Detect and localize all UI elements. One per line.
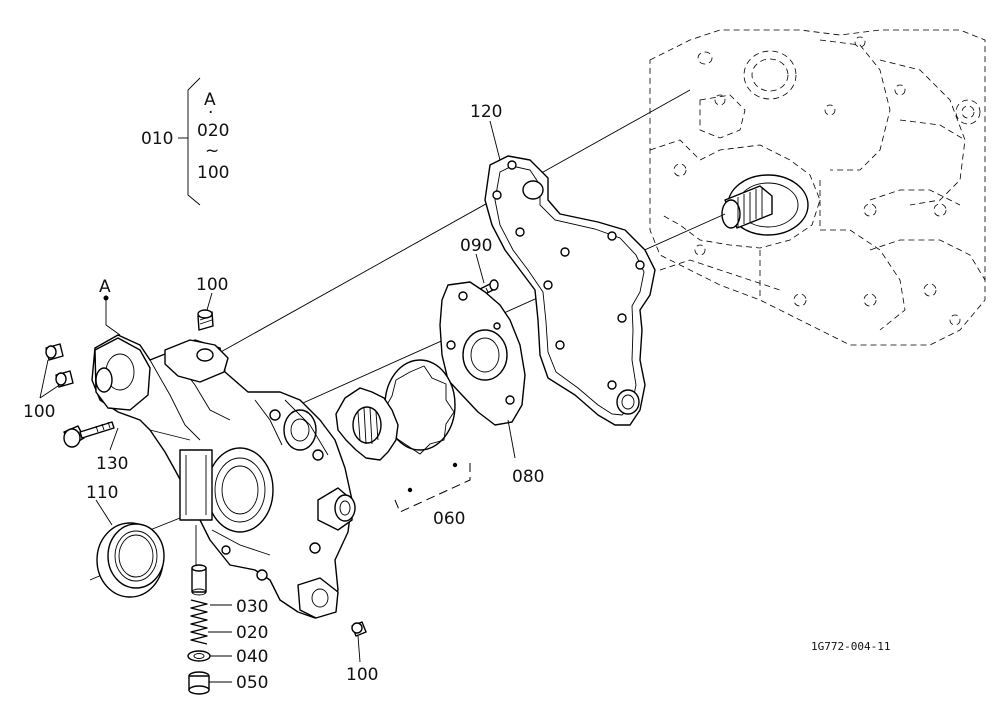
label-group-tilde: ~ [205, 141, 219, 161]
label-group-100: 100 [197, 163, 229, 183]
label-110: 110 [86, 483, 118, 503]
plug-100-bottom [351, 621, 367, 637]
label-100-top: 100 [196, 275, 228, 295]
label-120: 120 [470, 102, 502, 122]
oil-pump-case [91, 334, 356, 619]
bolt-130 [63, 421, 115, 448]
drawing-code: 1G772-004-11 [811, 640, 890, 653]
label-080: 080 [512, 467, 544, 487]
pump-cover-080 [439, 281, 526, 426]
label-050: 050 [236, 673, 268, 693]
label-020: 020 [236, 623, 268, 643]
relief-valve-030 [191, 564, 207, 596]
label-100-left: 100 [23, 402, 55, 422]
label-100-bottom: 100 [346, 665, 378, 685]
oil-seal-110 [96, 522, 165, 598]
label-leaders [39, 120, 516, 683]
plug-100-left-a [45, 343, 64, 361]
assembly-group-010 [178, 77, 201, 206]
label-group-020: 020 [197, 121, 229, 141]
label-group-a: A [204, 90, 216, 110]
label-130: 130 [96, 454, 128, 474]
rotor-set-bracket [394, 462, 471, 513]
washer-040 [187, 650, 211, 662]
engine-block [649, 29, 986, 346]
gasket-120 [484, 155, 656, 426]
point-a-marker [103, 295, 109, 301]
plug-100-top [197, 309, 214, 331]
label-030: 030 [236, 597, 268, 617]
crankshaft-snout [721, 174, 809, 236]
label-040: 040 [236, 647, 268, 667]
label-090: 090 [460, 236, 492, 256]
inner-rotor-060 [335, 387, 399, 461]
label-010: 010 [141, 129, 173, 149]
plug-100-left-b [55, 370, 74, 388]
plug-050 [188, 671, 210, 695]
spring-020 [190, 599, 208, 645]
label-group-dot: · [208, 103, 213, 123]
label-060: 060 [433, 509, 465, 529]
label-point-a: A [99, 277, 111, 297]
